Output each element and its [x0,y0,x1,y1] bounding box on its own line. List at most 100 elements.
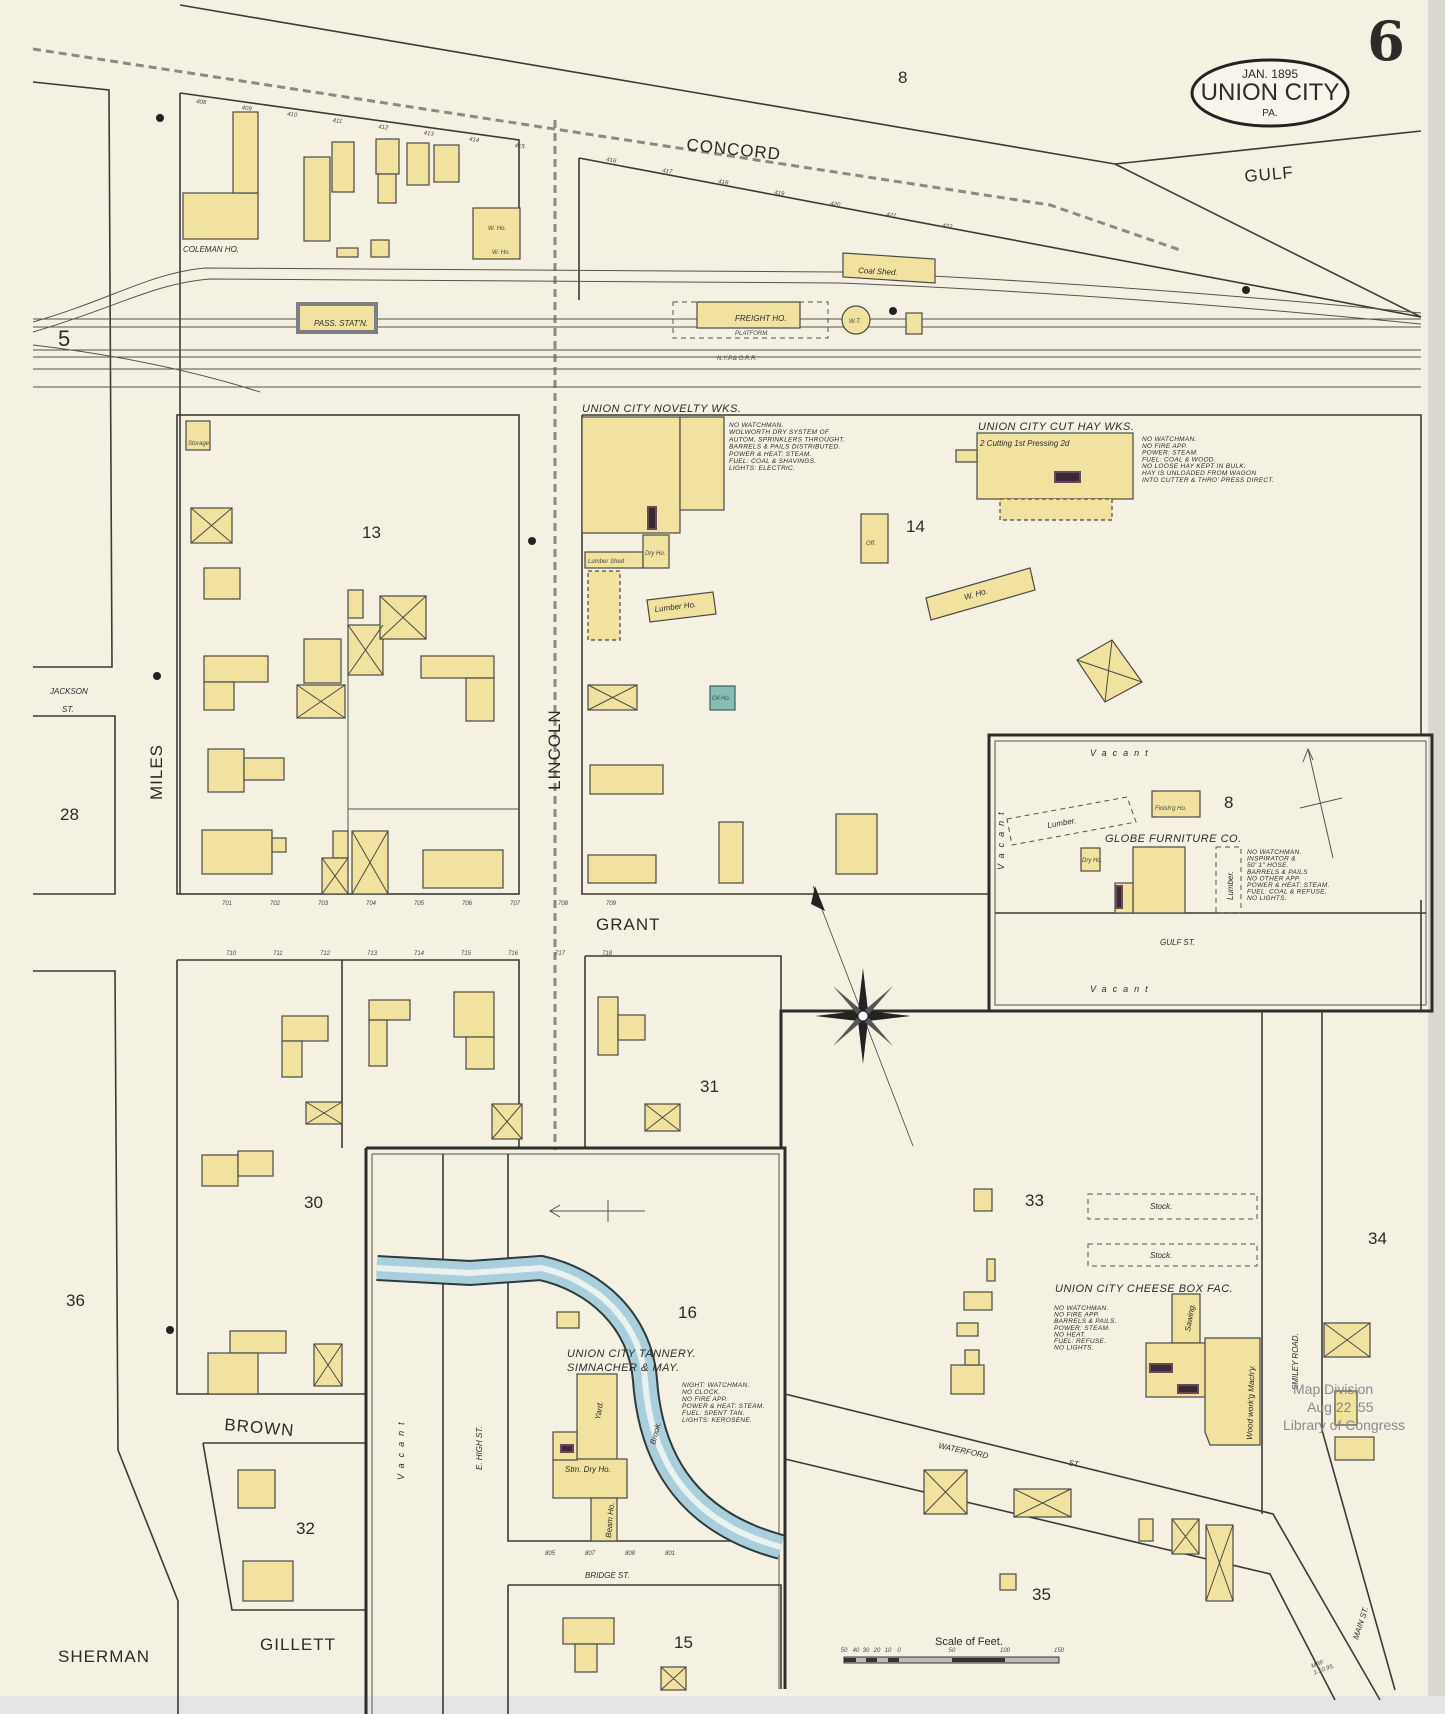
business-note: NO LOOSE HAY KEPT IN BULK. [1142,463,1246,470]
street-lincoln: LINCOLN [545,709,564,790]
address-number: 413 [423,131,434,138]
address-number: 708 [558,901,569,907]
svg-text:Map Division: Map Division [1293,1381,1373,1397]
business-note: NO WATCHMAN. [729,422,784,429]
cheese-box-sawing [1171,1293,1201,1344]
passenger-station [296,302,378,334]
block-13: 13 [362,523,381,542]
address-number: 410 [287,112,298,119]
business-note: INTO CUTTER & THRO' PRESS DIRECT. [1142,477,1274,484]
block-14: 14 [906,517,925,536]
address-number: 415 [514,143,525,150]
address-number: 414 [469,137,480,144]
svg-text:PASS. STAT'N.: PASS. STAT'N. [314,319,368,328]
brook: Brook. [376,1254,785,1560]
address-number: 416 [606,157,618,165]
business-note: POWER: STEAM. [1054,1325,1110,1332]
address-number: 711 [273,951,283,957]
freight-house [696,301,801,329]
business-note: NO WATCHMAN. [1054,1305,1109,1312]
buildings [153,111,1375,1691]
svg-text:Oil Ho.: Oil Ho. [712,696,730,702]
address-number: 710 [226,951,237,957]
business-note: NO FIRE APP. [1142,443,1188,450]
svg-text:Storage: Storage [188,441,210,447]
building-labels: COLEMAN HO. PASS. STAT'N. FREIGHT HO. PL… [183,226,1257,1538]
svg-text:PLATFORM.: PLATFORM. [735,331,769,337]
scale-title: Scale of Feet. [935,1636,1003,1648]
business-note: NO LIGHTS. [1054,1345,1094,1352]
block-36: 36 [66,1291,85,1310]
coal-shed [842,252,936,284]
scale-tick-label: 0 [897,1648,901,1654]
business-note: HAY IS UNLOADED FROM WAGON [1142,470,1256,477]
scale-tick-label: 40 [853,1648,860,1654]
svg-text:Aug 22 '55: Aug 22 '55 [1307,1399,1374,1415]
svg-text:Yard.: Yard. [593,1401,605,1421]
svg-text:Finish'g Ho.: Finish'g Ho. [1155,806,1187,812]
svg-text:W. Ho.: W. Ho. [492,250,510,256]
business-name-novelty: UNION CITY NOVELTY WKS. [582,403,741,415]
business-note: POWER & HEAT: STEAM. [1247,882,1330,889]
business-note: NO CLOCK. [682,1389,720,1396]
svg-text:Stock.: Stock. [1150,1202,1172,1211]
scale-tick-label: 10 [885,1648,892,1654]
address-number: 418 [718,179,730,187]
scan-margin [0,1696,1445,1714]
street-e-high: E. HIGH ST. [475,1426,484,1470]
business-note: BARRELS & PAILS [1247,869,1308,876]
address-number: 801 [665,1551,675,1557]
address-number: 417 [662,168,674,176]
finishing-house [1151,790,1201,818]
business-note: NO FIRE APP. [1054,1312,1100,1319]
svg-text:Off.: Off. [866,541,876,547]
scan-edge [1428,0,1445,1696]
address-number: 702 [270,901,281,907]
map-date: JAN. 1895 [1242,67,1298,81]
street-gillett: GILLETT [260,1635,336,1654]
street-miles: MILES [147,744,166,800]
svg-text:Dry Ho.: Dry Ho. [645,551,665,557]
tannery-dry-house [552,1458,628,1499]
address-number: 419 [774,190,786,198]
svg-text:Lumber Shed: Lumber Shed [588,559,625,565]
block-31: 31 [700,1077,719,1096]
business-note: FUEL: SPENT TAN. [682,1410,745,1417]
block-8-north: 8 [898,68,907,87]
block-35: 35 [1032,1585,1051,1604]
street-bridge: BRIDGE ST. [585,1571,630,1580]
block-32: 32 [296,1519,315,1538]
business-note: FUEL: COAL & REFUSE. [1247,889,1327,896]
address-number: 714 [414,951,425,957]
address-number: 713 [367,951,378,957]
business-labels: UNION CITY NOVELTY WKS.NO WATCHMAN.WOLWO… [567,403,1330,1424]
address-number: 718 [602,951,613,957]
business-note: BARRELS & PAILS DISTRIBUTED. [729,444,841,451]
svg-text:Vacant: Vacant [396,1416,406,1480]
novelty-works-mill [581,416,681,534]
business-note: NO WATCHMAN. [1247,849,1302,856]
address-number: 709 [606,901,617,907]
street-sherman: SHERMAN [58,1647,150,1666]
business-name-cheese_box: UNION CITY CHEESE BOX FAC. [1055,1283,1233,1295]
street-grant: GRANT [596,915,661,934]
svg-text:W. Ho.: W. Ho. [488,226,506,232]
svg-text:2 Cutting 1st Pressing 2d: 2 Cutting 1st Pressing 2d [979,439,1070,448]
business-note: NO HEAT. [1054,1331,1086,1338]
svg-text:Stock.: Stock. [1150,1251,1172,1260]
address-number: 704 [366,901,377,907]
address-number: 715 [461,951,472,957]
address-numbers: 4084094104114124134144154164174184194204… [196,99,953,1557]
address-number: 421 [886,212,897,220]
business-note: INSPIRATOR & [1247,856,1296,863]
compass-rose-icon [811,885,914,1147]
svg-text:Coal Shed.: Coal Shed. [858,266,898,277]
shed-cross-marks [190,507,1371,1691]
address-number: 707 [510,901,521,907]
water-tank [841,305,871,335]
tannery-yard [576,1373,618,1461]
title-cartouche: JAN. 1895 UNION CITY PA. 6 [1190,9,1405,128]
address-number: 409 [241,105,252,112]
address-number: 420 [830,201,842,209]
